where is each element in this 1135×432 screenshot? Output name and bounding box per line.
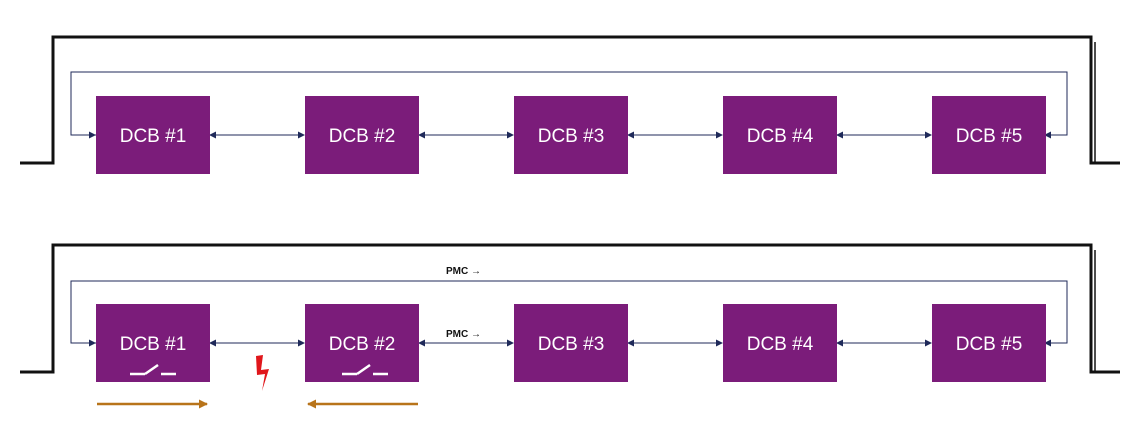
open-switch-icon <box>130 363 176 376</box>
dcb-label: DCB #1 <box>120 334 187 355</box>
dcb-label: DCB #2 <box>329 334 396 355</box>
diagram-top: DCB #1 DCB #2 DCB #3 DCB #4 DCB #5 <box>20 35 1120 174</box>
dcb-label: DCB #1 <box>120 126 187 147</box>
dcb-label: DCB #5 <box>956 334 1023 355</box>
dcb-box <box>514 96 628 174</box>
dcb-label: DCB #5 <box>956 126 1023 147</box>
fault-lightning-icon <box>256 355 269 391</box>
dcb-box <box>514 304 628 382</box>
dcb-box <box>96 96 210 174</box>
dcb-box <box>305 304 419 382</box>
pmc-label-top: PMC → <box>446 266 481 277</box>
dcb-box <box>723 304 837 382</box>
dcb-box <box>305 96 419 174</box>
diagram-bottom: PMC → PMC → DCB #1 DCB #2 DCB #3 DCB #4 … <box>20 243 1120 409</box>
dcb-label: DCB #3 <box>538 334 605 355</box>
dcb-label: DCB #3 <box>538 126 605 147</box>
pmc-label-link: PMC → <box>446 329 481 340</box>
dcb-box <box>932 96 1046 174</box>
dcb-label: DCB #4 <box>747 126 814 147</box>
dcb-box <box>723 96 837 174</box>
dcb-label: DCB #2 <box>329 126 396 147</box>
dcb-label: DCB #4 <box>747 334 814 355</box>
bus-loop-top <box>20 35 1120 165</box>
open-switch-icon <box>342 363 388 376</box>
dcb-box <box>932 304 1046 382</box>
bus-loop-bottom <box>20 243 1120 374</box>
